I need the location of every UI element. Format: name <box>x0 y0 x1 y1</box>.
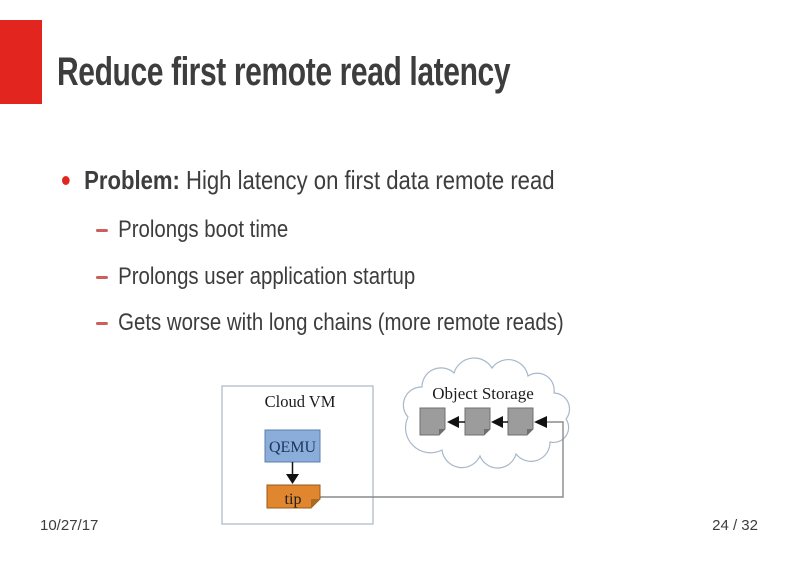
footer-page-number: 24 / 32 <box>712 517 758 534</box>
bullet-rest: High latency on first data remote read <box>179 164 555 195</box>
qemu-box <box>264 429 321 463</box>
qemu-label: QEMU <box>269 439 317 456</box>
bullet-problem: Problem: High latency on first data remo… <box>62 164 555 196</box>
cloud-vm-label: Cloud VM <box>265 392 336 411</box>
accent-corner-block <box>0 20 42 104</box>
incoming-arrow-left-icon <box>534 416 547 428</box>
object-block-3 <box>507 407 534 436</box>
cloud-vm-box <box>221 385 374 525</box>
sub-bullet-text: Prolongs user application startup <box>118 263 416 290</box>
dash-bullet-icon <box>96 321 108 325</box>
object-storage-label: Object Storage <box>432 384 534 403</box>
object-block-2 <box>464 407 491 436</box>
chain-arrow-left-icon <box>491 416 508 428</box>
sub-bullet-app-startup: Prolongs user application startup <box>96 262 415 292</box>
bullet-lead: Problem: <box>84 164 180 195</box>
bullet-dot-icon <box>62 175 70 185</box>
qemu-to-tip-arrow-icon <box>286 462 299 484</box>
object-block-1 <box>419 407 446 436</box>
sub-bullet-text: Prolongs boot time <box>118 216 289 243</box>
tip-to-storage-connector <box>320 421 564 498</box>
bullet-text: Problem: High latency on first data remo… <box>84 165 554 196</box>
dash-bullet-icon <box>96 275 108 279</box>
sub-bullet-text: Gets worse with long chains (more remote… <box>118 309 564 336</box>
architecture-diagram: Object Storage Cloud VM <box>221 357 571 525</box>
dash-bullet-icon <box>96 228 108 232</box>
footer-date: 10/27/17 <box>40 517 99 534</box>
page-title: Reduce first remote read latency <box>57 50 511 94</box>
tip-label: tip <box>285 491 302 508</box>
sub-bullet-long-chains: Gets worse with long chains (more remote… <box>96 308 564 338</box>
sub-bullet-boot-time: Prolongs boot time <box>96 215 288 245</box>
tip-box <box>266 484 321 509</box>
chain-arrow-left-icon <box>447 416 465 428</box>
